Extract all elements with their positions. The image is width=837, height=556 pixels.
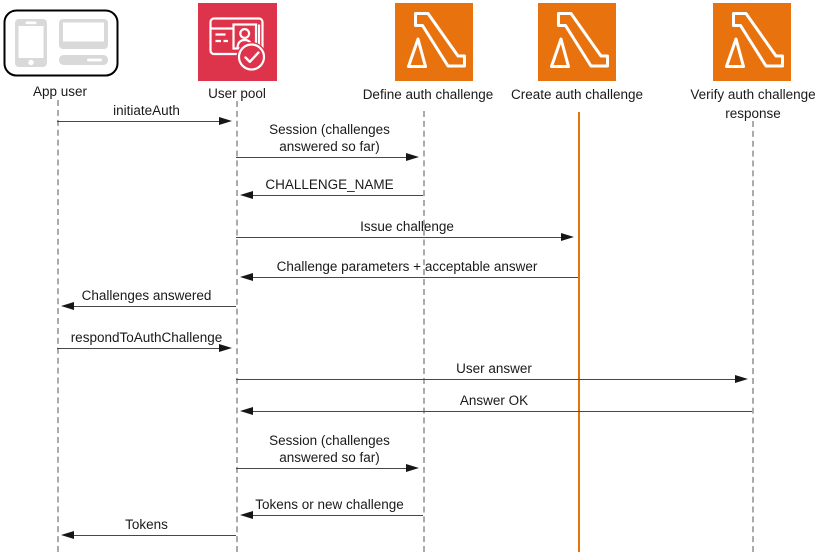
message-line-7 <box>57 348 228 349</box>
id-card-icon <box>209 17 264 56</box>
lambda-glyph <box>725 12 784 68</box>
actor-label-app-user: App user <box>32 84 88 99</box>
lifeline-verify-auth-challenge <box>752 121 754 552</box>
actor-label-verify-auth-challenge: Verify auth challenge response <box>690 87 816 121</box>
message-label-8: User answer <box>456 361 532 376</box>
smartphone-icon <box>15 19 47 67</box>
lambda-glyph <box>550 12 609 68</box>
message-line-3 <box>244 195 423 196</box>
lifeline-define-auth-challenge <box>423 111 425 552</box>
message-arrowhead-5 <box>240 273 253 282</box>
message-arrowhead-8 <box>735 375 748 384</box>
checkmark-icon <box>244 51 260 63</box>
message-arrowhead-9 <box>240 407 253 416</box>
define-auth-challenge-icon <box>395 3 473 86</box>
actor-label-user-pool: User pool <box>208 86 266 101</box>
message-line-9 <box>244 411 752 412</box>
create-auth-challenge-icon <box>538 3 616 86</box>
actor-label-define-auth-challenge: Define auth challenge <box>362 87 494 102</box>
message-label-5: Challenge parameters + acceptable answer <box>276 259 538 274</box>
check-circle-icon <box>237 43 266 71</box>
message-label-9: Answer OK <box>459 393 529 408</box>
lambda-icon <box>713 3 791 81</box>
message-label-12: Tokens <box>125 517 168 532</box>
devices-icon <box>3 9 119 77</box>
message-label-2: Session (challenges answered so far) <box>269 122 390 154</box>
message-label-1: initiateAuth <box>113 103 180 118</box>
message-arrowhead-10 <box>406 464 419 473</box>
message-arrowhead-11 <box>240 511 253 520</box>
message-arrowhead-6 <box>61 302 74 311</box>
message-label-10: Session (challenges answered so far) <box>269 433 390 465</box>
message-line-8 <box>236 379 744 380</box>
message-line-11 <box>244 515 423 516</box>
lifeline-user-pool <box>236 101 238 552</box>
message-arrowhead-3 <box>240 191 253 200</box>
message-line-2 <box>236 157 415 158</box>
actor-label-create-auth-challenge: Create auth challenge <box>510 87 644 102</box>
message-arrowhead-2 <box>406 153 419 162</box>
message-line-12 <box>65 535 236 536</box>
lambda-icon <box>538 3 616 81</box>
message-arrowhead-12 <box>61 531 74 540</box>
message-label-3: CHALLENGE_NAME <box>265 177 394 192</box>
message-label-4: Issue challenge <box>360 219 454 234</box>
user-pool-icon <box>198 3 277 86</box>
app-user-icon <box>3 9 119 82</box>
message-line-1 <box>57 121 228 122</box>
message-label-7: respondToAuthChallenge <box>70 330 223 345</box>
message-line-10 <box>236 468 415 469</box>
message-label-6: Challenges answered <box>81 288 212 303</box>
verify-auth-challenge-icon <box>713 3 791 86</box>
lifeline-app-user <box>57 100 59 552</box>
message-arrowhead-1 <box>219 117 232 126</box>
message-arrowhead-7 <box>219 344 232 353</box>
computer-icon <box>59 19 108 65</box>
user-pool-icon <box>198 3 277 81</box>
lifeline-create-auth-challenge <box>578 112 580 552</box>
message-line-6 <box>65 306 236 307</box>
lambda-glyph <box>407 12 466 68</box>
message-line-4 <box>236 237 570 238</box>
message-label-11: Tokens or new challenge <box>255 497 404 512</box>
message-line-5 <box>244 277 578 278</box>
lambda-icon <box>395 3 473 81</box>
message-arrowhead-4 <box>561 233 574 242</box>
